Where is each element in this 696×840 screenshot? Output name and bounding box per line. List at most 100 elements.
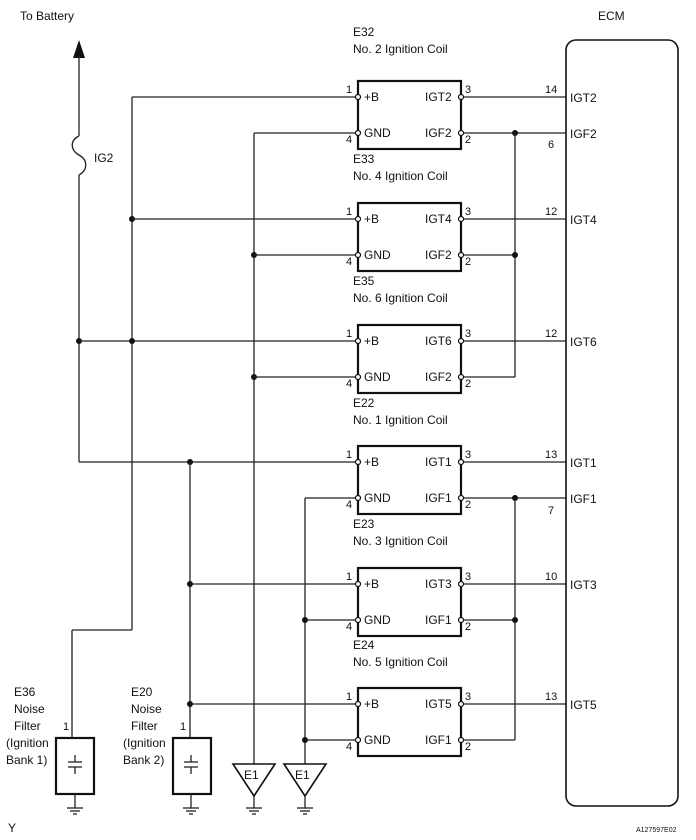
fuse-label: IG2 — [94, 151, 114, 165]
svg-text:2: 2 — [465, 741, 471, 753]
ignition-coil: E33 No. 4 Ignition Coil 1 4 3 2 +B GND I… — [346, 152, 471, 273]
svg-text:2: 2 — [465, 621, 471, 633]
ecm-terminal: IGT1 — [570, 456, 597, 470]
ecm-pin: 12 — [545, 328, 557, 340]
svg-text:GND: GND — [364, 613, 391, 627]
ecm-terminal: IGT3 — [570, 578, 597, 592]
svg-text:+B: +B — [364, 455, 379, 469]
svg-text:Bank 1): Bank 1) — [6, 753, 47, 767]
ignition-coil: E32 No. 2 Ignition Coil 1 4 3 2 +B GND I… — [346, 25, 471, 151]
ground-symbol: E1 — [282, 763, 328, 815]
svg-text:3: 3 — [465, 571, 471, 583]
svg-text:IGT4: IGT4 — [425, 212, 452, 226]
coil-name: No. 5 Ignition Coil — [353, 655, 448, 669]
svg-text:E36: E36 — [14, 685, 36, 699]
ecm-terminal: IGT2 — [570, 91, 597, 105]
svg-text:4: 4 — [346, 621, 352, 633]
svg-text:Filter: Filter — [131, 719, 158, 733]
svg-text:1: 1 — [346, 691, 352, 703]
ecm-pin: 6 — [548, 139, 554, 151]
ground-icon — [67, 807, 83, 815]
noise-filter: E20 Noise Filter (Ignition Bank 2) 1 — [123, 685, 213, 815]
svg-text:IGT3: IGT3 — [425, 577, 452, 591]
coil-code: E32 — [353, 25, 375, 39]
ecm-title: ECM — [598, 9, 625, 23]
ignition-coil: E24 No. 5 Ignition Coil 1 4 3 2 +B GND I… — [346, 638, 471, 758]
svg-text:GND: GND — [364, 126, 391, 140]
svg-text:+B: +B — [364, 334, 379, 348]
ecm-terminal: IGT5 — [570, 698, 597, 712]
coil-name: No. 3 Ignition Coil — [353, 534, 448, 548]
coil-code: E23 — [353, 517, 375, 531]
svg-text:GND: GND — [364, 248, 391, 262]
svg-text:IGT5: IGT5 — [425, 697, 452, 711]
svg-text:4: 4 — [346, 499, 352, 511]
svg-text:1: 1 — [346, 206, 352, 218]
ground-icon — [183, 807, 199, 815]
ecm-terminal: IGT6 — [570, 335, 597, 349]
coil-name: No. 2 Ignition Coil — [353, 42, 448, 56]
svg-text:(Ignition: (Ignition — [6, 736, 49, 750]
figure-code: A127597E02 — [636, 827, 677, 834]
svg-text:3: 3 — [465, 328, 471, 340]
svg-text:E20: E20 — [131, 685, 153, 699]
coil-name: No. 4 Ignition Coil — [353, 169, 448, 183]
fuse-icon — [71, 135, 87, 176]
coil-name: No. 1 Ignition Coil — [353, 413, 448, 427]
ecm-pin: 10 — [545, 571, 557, 583]
svg-text:IGF2: IGF2 — [425, 370, 452, 384]
svg-text:4: 4 — [346, 256, 352, 268]
ecm-terminal: IGF2 — [570, 127, 597, 141]
svg-text:+B: +B — [364, 697, 379, 711]
svg-text:3: 3 — [465, 691, 471, 703]
coil-code: E35 — [353, 274, 375, 288]
svg-text:IGT2: IGT2 — [425, 90, 452, 104]
svg-text:1: 1 — [346, 449, 352, 461]
coil-code: E24 — [353, 638, 375, 652]
svg-text:2: 2 — [465, 499, 471, 511]
svg-text:1: 1 — [63, 721, 69, 733]
battery-label: To Battery — [20, 9, 74, 23]
ecm-box — [565, 39, 679, 807]
svg-text:Noise: Noise — [131, 702, 162, 716]
svg-text:2: 2 — [465, 378, 471, 390]
svg-text:GND: GND — [364, 491, 391, 505]
svg-text:2: 2 — [465, 134, 471, 146]
svg-text:Bank 2): Bank 2) — [123, 753, 164, 767]
coil-code: E33 — [353, 152, 375, 166]
ecm-pin: 12 — [545, 206, 557, 218]
svg-text:IGT1: IGT1 — [425, 455, 452, 469]
svg-text:E1: E1 — [244, 768, 259, 782]
svg-text:2: 2 — [465, 256, 471, 268]
noise-filter: E36 Noise Filter (Ignition Bank 1) 1 — [6, 685, 96, 815]
coil-code: E22 — [353, 396, 375, 410]
svg-text:1: 1 — [346, 571, 352, 583]
ecm-pin: 13 — [545, 691, 557, 703]
svg-text:+B: +B — [364, 212, 379, 226]
svg-text:E1: E1 — [295, 768, 310, 782]
svg-text:GND: GND — [364, 370, 391, 384]
svg-text:Noise: Noise — [14, 702, 45, 716]
svg-text:4: 4 — [346, 378, 352, 390]
ecm-pin: 14 — [545, 84, 557, 96]
ignition-coil: E22 No. 1 Ignition Coil 1 4 3 2 +B GND I… — [346, 396, 471, 516]
ignition-coil: E23 No. 3 Ignition Coil 1 4 3 2 +B GND I… — [346, 517, 471, 638]
svg-text:1: 1 — [346, 328, 352, 340]
ignition-coil: E35 No. 6 Ignition Coil 1 4 3 2 +B GND I… — [346, 274, 471, 395]
svg-text:(Ignition: (Ignition — [123, 736, 166, 750]
svg-text:4: 4 — [346, 741, 352, 753]
svg-text:+B: +B — [364, 577, 379, 591]
coil-name: No. 6 Ignition Coil — [353, 291, 448, 305]
svg-text:GND: GND — [364, 733, 391, 747]
svg-text:3: 3 — [465, 84, 471, 96]
svg-text:3: 3 — [465, 206, 471, 218]
ground-symbol: E1 — [231, 763, 277, 815]
svg-text:1: 1 — [180, 721, 186, 733]
ecm-pin: 13 — [545, 449, 557, 461]
svg-text:IGF1: IGF1 — [425, 613, 452, 627]
svg-text:IGF2: IGF2 — [425, 126, 452, 140]
svg-text:1: 1 — [346, 84, 352, 96]
svg-text:IGF1: IGF1 — [425, 733, 452, 747]
svg-text:3: 3 — [465, 449, 471, 461]
